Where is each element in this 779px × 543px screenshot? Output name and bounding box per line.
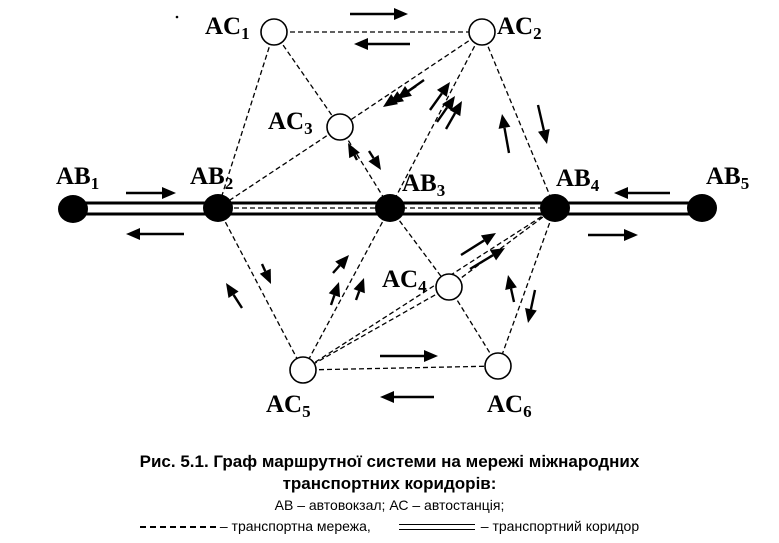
legend-dash-sample [139, 526, 216, 529]
label-ab2: AB2 [190, 163, 233, 193]
scan-speck [175, 15, 179, 19]
edge-ac1-ab2 [217, 31, 275, 209]
direction-arrow-27 [380, 391, 434, 403]
direction-arrow-6 [588, 229, 638, 241]
caption-legend: – транспортна мережа, – транспортний кори… [0, 516, 779, 536]
label-ab1: AB1 [56, 163, 99, 193]
node-ab5 [687, 194, 717, 222]
caption-abbreviations: АВ – автовокзал; АС – автостанція; [274, 497, 505, 513]
direction-arrow-9 [397, 79, 425, 99]
edge-ab2-ac5 [217, 207, 304, 371]
direction-arrow-23 [469, 248, 505, 271]
node-ac1 [260, 18, 288, 46]
node-ac4 [435, 273, 463, 301]
caption-title-2: транспортних коридорів: [282, 474, 497, 493]
label-ac2: AC2 [497, 13, 542, 43]
direction-arrow-3 [126, 187, 176, 199]
node-ab1 [58, 195, 88, 223]
direction-arrow-5 [614, 187, 670, 199]
direction-arrow-18 [226, 283, 244, 309]
direction-arrow-16 [367, 150, 381, 170]
edge-ac2-ab3 [389, 31, 483, 209]
direction-arrow-20 [353, 278, 365, 301]
node-labels: AC1 AC2 AC3 AB1 AB2 AB3 AB4 AB5 AC4 AC5 … [56, 13, 749, 421]
edge-ac4-ac5 [302, 286, 450, 371]
direction-arrow-12 [444, 101, 462, 130]
direction-arrow-22 [460, 233, 496, 257]
node-ac2 [468, 18, 496, 46]
node-ab3 [375, 194, 405, 222]
direction-arrow-24 [505, 275, 517, 303]
label-ab3: AB3 [402, 170, 445, 200]
direction-arrow-10 [429, 82, 450, 111]
label-ac3: AC3 [268, 108, 313, 138]
edge-ac3-ab2 [217, 126, 341, 209]
edge-ac5-ac6 [302, 365, 499, 371]
direction-arrows [126, 8, 670, 403]
legend-network-text: – транспортна мережа, [219, 518, 371, 534]
label-ab5: AB5 [706, 163, 749, 193]
edge-ab3-ac5 [302, 207, 391, 371]
edge-ac4-ab4 [448, 207, 556, 288]
label-ac1: AC1 [205, 13, 250, 43]
direction-arrow-19 [328, 282, 341, 306]
bus-stations [260, 18, 512, 384]
node-ac6 [484, 352, 512, 380]
edge-ac2-ab4 [481, 31, 556, 209]
legend-corridor-sample [398, 524, 475, 531]
legend-corridor-text: – транспортний коридор [480, 518, 640, 534]
bus-terminals [58, 194, 717, 223]
direction-arrow-17 [259, 263, 271, 284]
label-ac6: AC6 [487, 391, 532, 421]
label-ab4: AB4 [556, 165, 600, 195]
direction-arrow-15 [348, 143, 360, 161]
edge-ab3-ac4 [389, 207, 450, 288]
label-ac5: AC5 [266, 391, 311, 421]
direction-arrow-13 [498, 114, 511, 154]
node-ab2 [203, 194, 233, 222]
direction-arrow-14 [536, 104, 550, 144]
direction-arrow-21 [332, 255, 349, 274]
edge-ac3-ab3 [339, 126, 391, 209]
direction-arrow-1 [350, 8, 408, 20]
node-ac3 [326, 113, 354, 141]
caption-title: Рис. 5.1. Граф маршрутної системи на мер… [139, 452, 640, 471]
edge-ab4-ac6 [497, 207, 556, 367]
edge-ab4-ac5 [302, 207, 556, 371]
direction-arrow-25 [525, 289, 537, 323]
edge-ac1-ac3 [273, 31, 341, 128]
edge-ac4-ac6 [448, 286, 499, 367]
direction-arrow-2 [354, 38, 410, 50]
direction-arrow-4 [126, 228, 184, 240]
node-ab4 [540, 194, 570, 222]
transport-network [217, 31, 556, 371]
edge-ac2-ac3 [339, 31, 483, 128]
direction-arrow-26 [380, 350, 438, 362]
label-ac4: AC4 [382, 266, 427, 296]
direction-arrow-11 [436, 96, 455, 123]
node-ac5 [289, 356, 317, 384]
